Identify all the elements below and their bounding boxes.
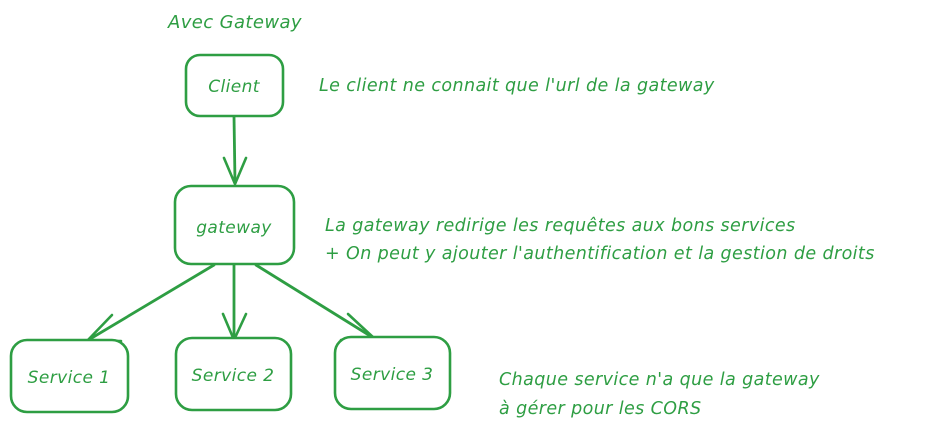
node-gateway-label: gateway	[196, 218, 272, 238]
node-service1-label: Service 1	[28, 368, 111, 388]
node-gateway[interactable]: gateway	[173, 184, 296, 266]
annotation-services-note: Chaque service n'a que la gateway à gére…	[499, 370, 820, 419]
annotation-services-note-line-1: Chaque service n'a que la gateway	[499, 370, 820, 390]
node-service2-box[interactable]	[174, 336, 293, 412]
node-client[interactable]: Client	[184, 53, 285, 118]
edge-gateway-service3	[254, 263, 377, 342]
node-service3-label: Service 3	[351, 365, 434, 385]
node-service3[interactable]: Service 3	[333, 335, 452, 411]
annotation-client-note: Le client ne connait que l'url de la gat…	[319, 76, 715, 96]
edge-gateway-service1	[85, 263, 216, 343]
node-service1[interactable]: Service 1	[9, 338, 130, 414]
annotation-client-note-line-1: Le client ne connait que l'url de la gat…	[319, 76, 715, 96]
node-service3-box[interactable]	[333, 335, 452, 411]
node-client-box[interactable]	[184, 53, 285, 118]
node-service2-label: Service 2	[192, 366, 275, 386]
annotation-gateway-note-line-1: La gateway redirige les requêtes aux bon…	[325, 216, 796, 236]
node-gateway-box[interactable]	[173, 184, 296, 266]
edge-client-gateway	[222, 114, 248, 186]
node-client-label: Client	[208, 77, 261, 97]
annotation-services-note-line-2: à gérer pour les CORS	[499, 399, 702, 419]
annotation-gateway-note-line-2: + On peut y ajouter l'authentification e…	[325, 244, 875, 264]
edge-gateway-service2	[221, 263, 248, 342]
diagram-title: Avec Gateway	[167, 12, 302, 33]
node-service1-box[interactable]	[9, 338, 130, 414]
node-service2[interactable]: Service 2	[174, 336, 293, 412]
annotation-gateway-note: La gateway redirige les requêtes aux bon…	[325, 216, 875, 264]
